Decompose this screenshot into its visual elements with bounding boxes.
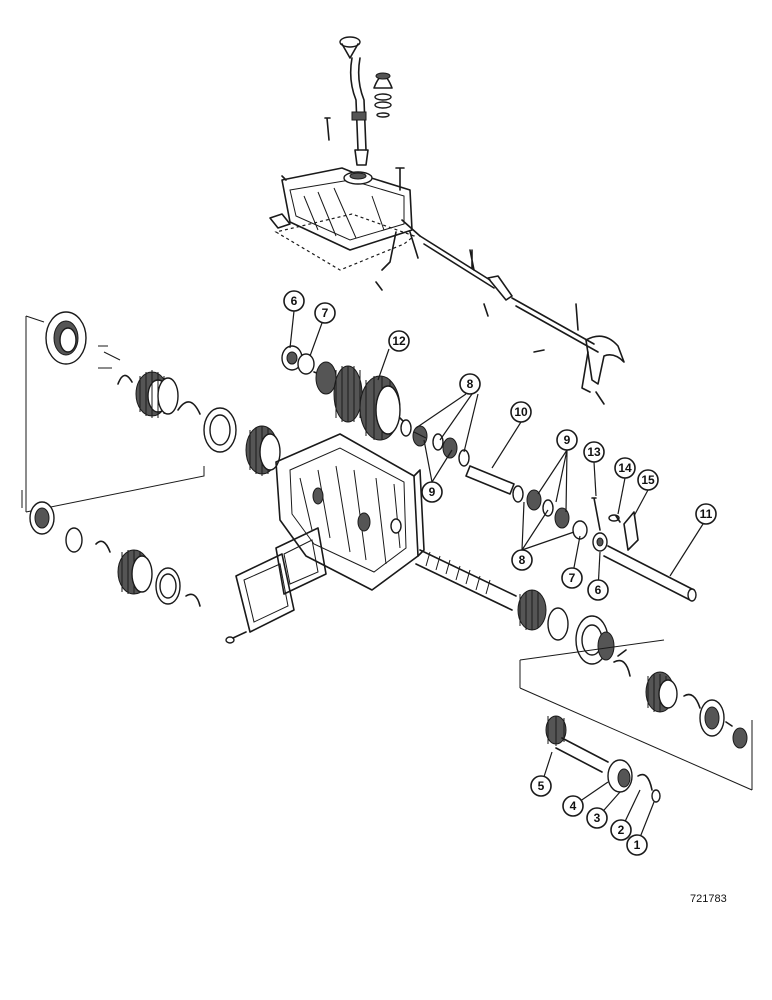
callout-4-label: 4 xyxy=(570,799,577,813)
callout-12-label: 12 xyxy=(392,334,406,348)
shift-rails xyxy=(375,219,599,353)
callout-11-label: 11 xyxy=(700,507,713,521)
callout-8-upper: 8 xyxy=(459,373,481,395)
transmission-case xyxy=(275,433,425,591)
callout-8-upper-label: 8 xyxy=(467,377,474,391)
rear-bearing-parts xyxy=(29,501,201,607)
side-cover-plate xyxy=(235,527,327,633)
callout-12: 12 xyxy=(388,330,410,352)
callout-7-upper-label: 7 xyxy=(322,306,329,320)
callout-9-upper-label: 9 xyxy=(429,485,436,499)
callout-9-lower: 9 xyxy=(556,429,578,451)
callout-6-upper-label: 6 xyxy=(291,294,298,308)
callout-13: 13 xyxy=(583,441,605,463)
callout-1-label: 1 xyxy=(634,838,641,852)
callout-3-label: 3 xyxy=(594,811,601,825)
callout-10: 10 xyxy=(510,401,532,423)
shift-boot-parts xyxy=(373,72,393,118)
callout-4: 4 xyxy=(562,795,584,817)
callout-9-upper: 9 xyxy=(421,481,443,503)
callout-7-upper: 7 xyxy=(314,302,336,324)
callout-15: 15 xyxy=(637,469,659,491)
figure-number: 721783 xyxy=(690,893,727,905)
shift-fork xyxy=(581,335,625,405)
callout-14-label: 14 xyxy=(618,461,632,475)
output-gear-group xyxy=(613,659,748,749)
shift-lever-assembly xyxy=(339,36,369,166)
mainshaft xyxy=(415,549,627,665)
cover-screws xyxy=(225,631,247,644)
callout-6-lower: 6 xyxy=(587,579,609,601)
cover-bolts xyxy=(281,117,405,191)
input-gear-group xyxy=(117,370,281,476)
callout-2-label: 2 xyxy=(618,823,625,837)
callout-6-upper: 6 xyxy=(283,290,305,312)
callout-15-label: 15 xyxy=(641,473,655,487)
thrust-washers-and-rollers-lower xyxy=(512,485,608,552)
callout-3: 3 xyxy=(586,807,608,829)
lock-plate-and-bolt xyxy=(591,497,639,551)
detail-bracket-right xyxy=(519,639,753,791)
callout-9-lower-label: 9 xyxy=(564,433,571,447)
callout-8-lower: 8 xyxy=(511,549,533,571)
countershaft-gear-cluster xyxy=(281,345,407,441)
callout-2: 2 xyxy=(610,819,632,841)
callout-5-label: 5 xyxy=(538,779,545,793)
callout-1: 1 xyxy=(626,834,648,856)
output-shaft xyxy=(545,715,661,803)
callout-6-lower-label: 6 xyxy=(595,583,602,597)
callout-10-label: 10 xyxy=(514,405,528,419)
countershaft-spacer-tube xyxy=(465,465,515,495)
leader-lines xyxy=(289,310,704,846)
callout-13-label: 13 xyxy=(587,445,601,459)
thrust-washers-and-rollers-upper xyxy=(400,419,470,467)
callout-8-lower-label: 8 xyxy=(519,553,526,567)
countershaft-pin xyxy=(603,545,697,602)
callout-14: 14 xyxy=(614,457,636,479)
callout-7-lower: 7 xyxy=(561,567,583,589)
input-bearing-retainer xyxy=(45,311,121,369)
callout-11: 11 xyxy=(695,503,717,525)
callout-5: 5 xyxy=(530,775,552,797)
top-cover xyxy=(269,167,416,271)
detail-bracket-upper-left xyxy=(25,315,205,513)
callout-7-lower-label: 7 xyxy=(569,571,576,585)
